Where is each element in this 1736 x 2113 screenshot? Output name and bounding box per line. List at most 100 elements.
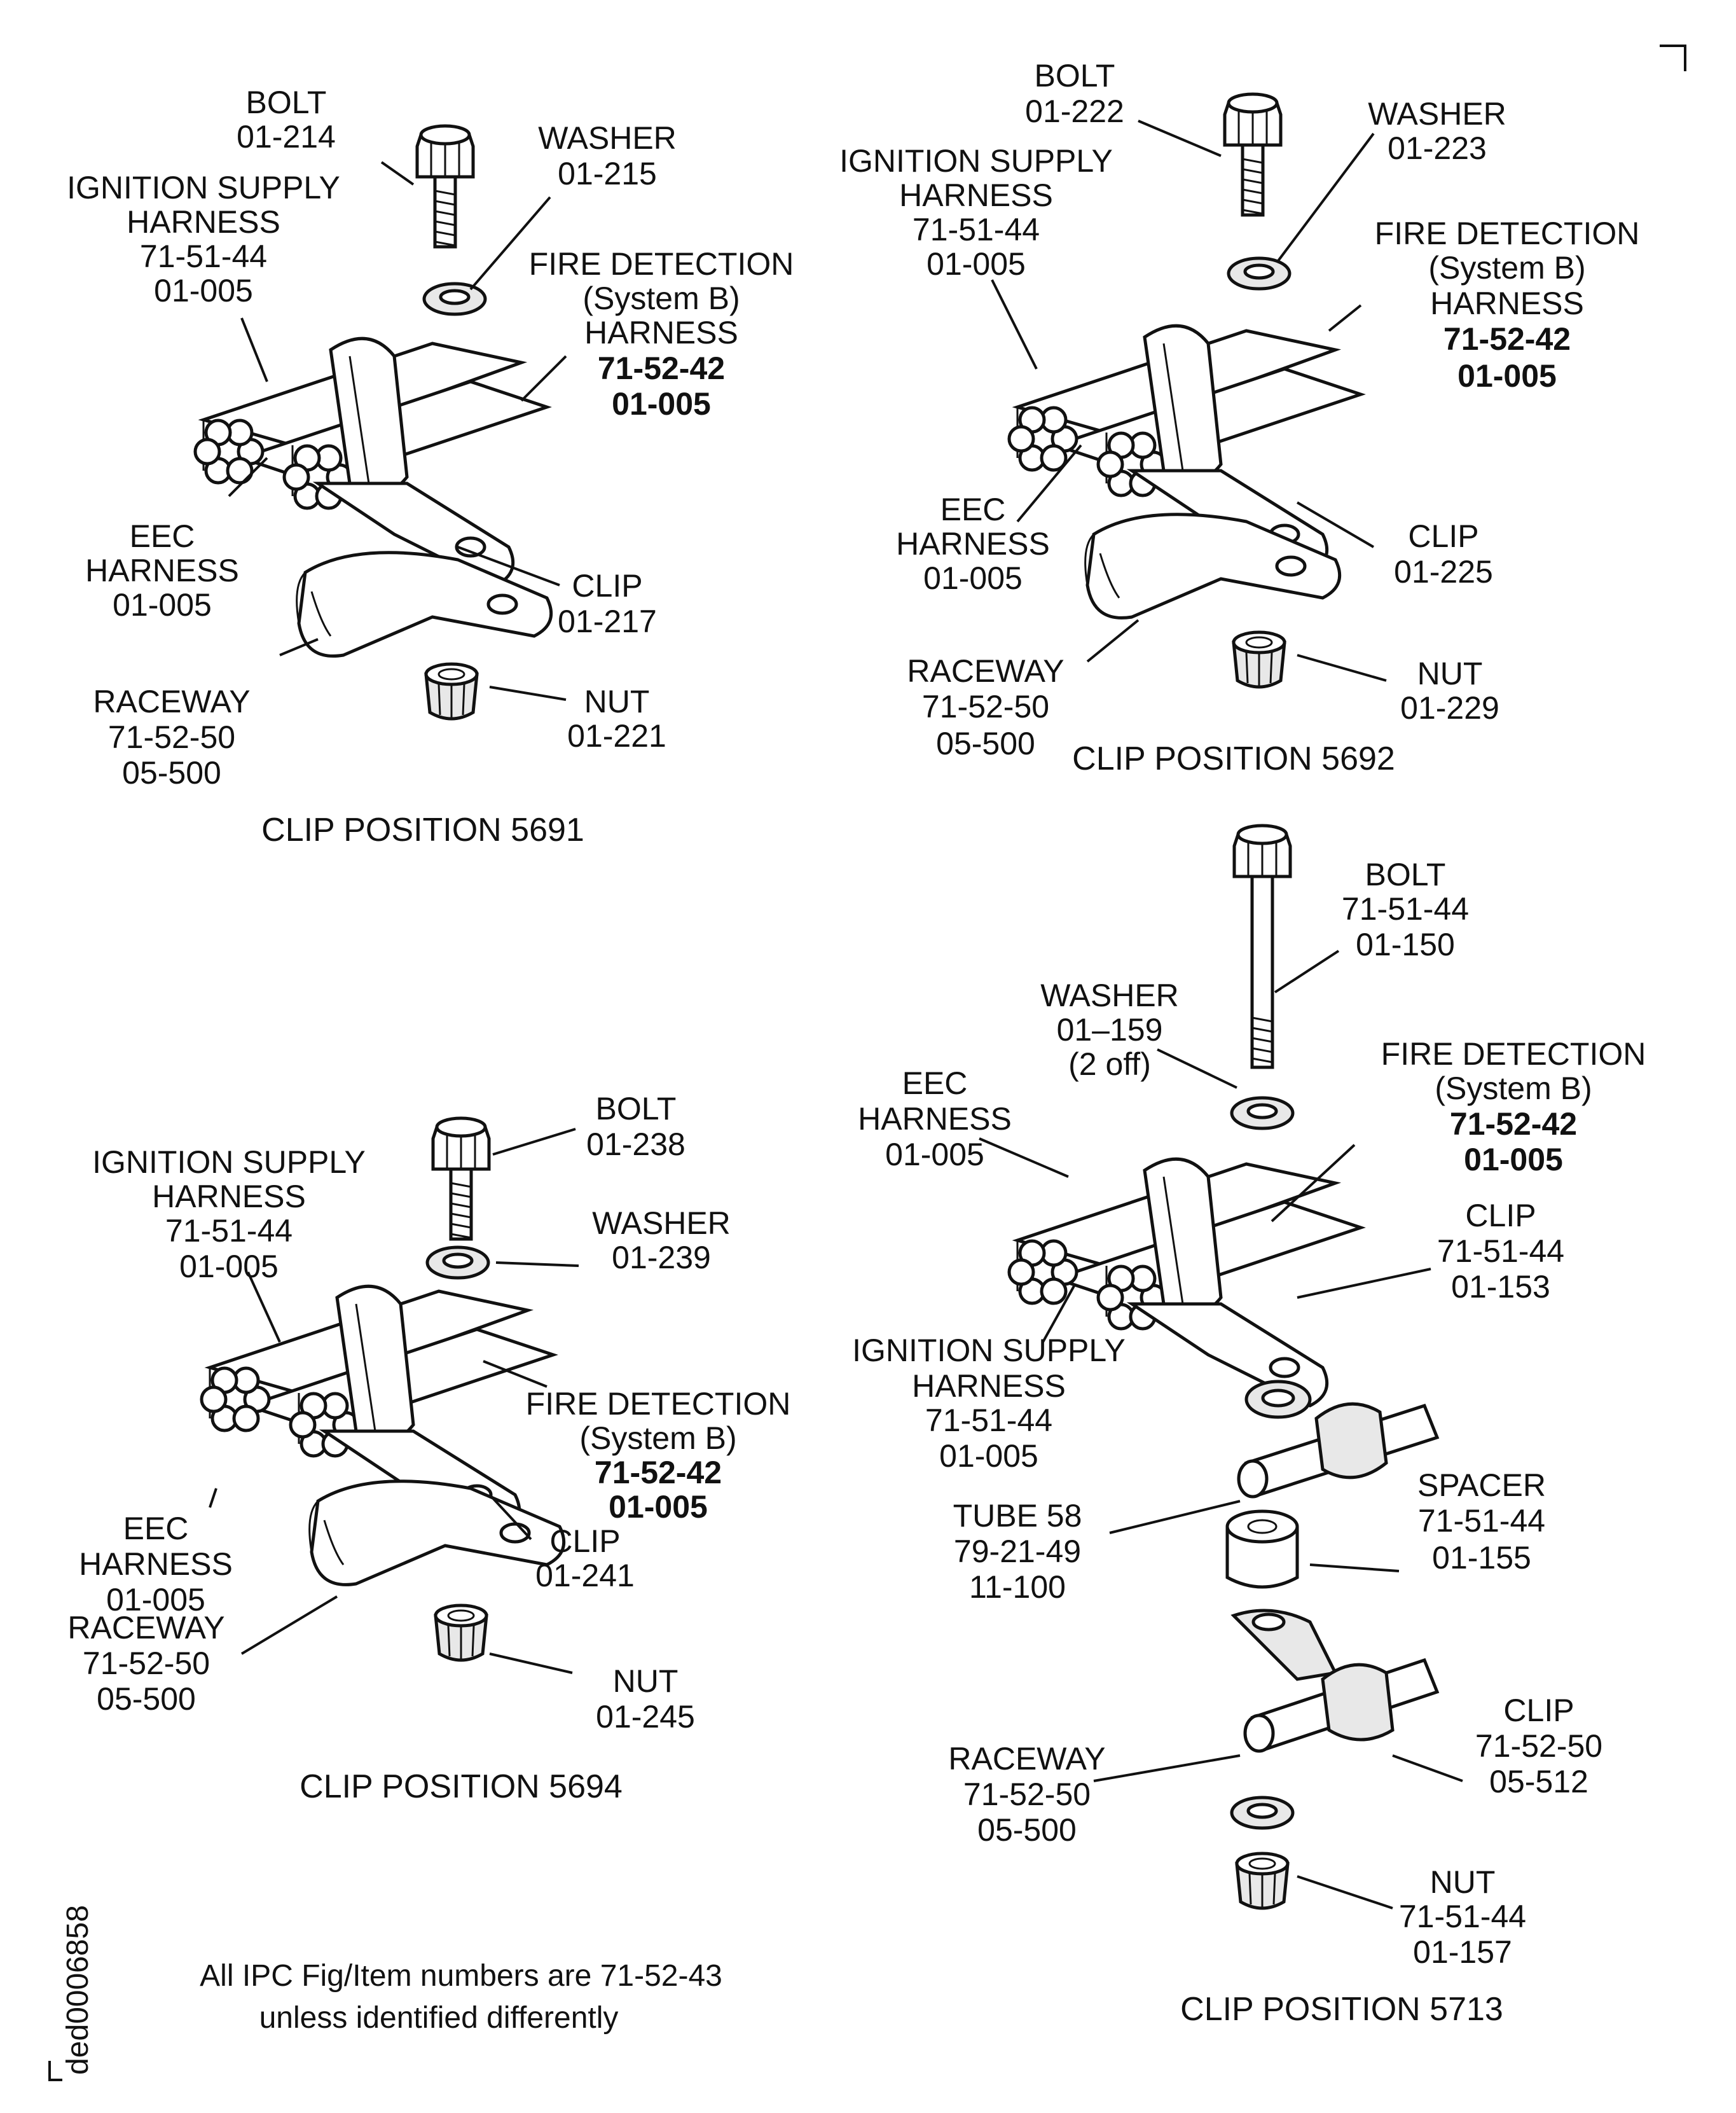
- label-nut-5694-no: 01-245: [596, 1699, 695, 1735]
- svg-text:WASHER: WASHER: [592, 1205, 731, 1241]
- label-bolt-5713-l3: 01-150: [1356, 927, 1455, 962]
- label-raceway-5694-l2: 71-52-50: [83, 1645, 210, 1681]
- svg-text:SPACER: SPACER: [1417, 1467, 1546, 1503]
- label-ignition-5691: IGNITION SUPPLY: [67, 170, 340, 205]
- label-fire-5694-l4: 01-005: [609, 1489, 708, 1525]
- label-clip-5692: CLIP: [1408, 518, 1478, 554]
- label-fire-5713: FIRE DETECTION: [1381, 1036, 1646, 1072]
- lower-clip-shape-5713: [1230, 1609, 1440, 1753]
- svg-text:EEC: EEC: [123, 1511, 189, 1546]
- label-bolt-5713-l2: 71-51-44: [1342, 891, 1469, 927]
- label-washer-5694-no: 01-239: [612, 1240, 711, 1275]
- svg-text:01–159: 01–159: [1057, 1012, 1163, 1048]
- label-raceway-5692: RACEWAY: [907, 653, 1064, 689]
- svg-text:01-238: 01-238: [586, 1126, 685, 1162]
- svg-text:HARNESS: HARNESS: [1430, 286, 1584, 321]
- svg-text:FIRE DETECTION: FIRE DETECTION: [1381, 1036, 1646, 1072]
- label-eec-5691-l2: HARNESS: [85, 553, 239, 588]
- label-eec-5713-l2: HARNESS: [858, 1101, 1012, 1137]
- svg-text:HARNESS: HARNESS: [79, 1546, 233, 1582]
- svg-text:CLIP: CLIP: [1503, 1693, 1574, 1728]
- svg-text:79-21-49: 79-21-49: [954, 1534, 1081, 1569]
- svg-text:FIRE DETECTION: FIRE DETECTION: [526, 1386, 791, 1422]
- label-spacer-5713-l3: 01-155: [1432, 1540, 1531, 1576]
- label-ignition-5691-l3: 71-51-44: [140, 239, 267, 274]
- svg-text:01-239: 01-239: [612, 1240, 711, 1275]
- svg-text:01-153: 01-153: [1451, 1269, 1550, 1305]
- label-ignition-5692-l3: 71-51-44: [913, 212, 1040, 247]
- label-clip-5694: CLIP: [549, 1523, 620, 1559]
- label-ignition-5713-l3: 71-51-44: [925, 1403, 1052, 1438]
- label-ignition-5713: IGNITION SUPPLY: [852, 1333, 1126, 1368]
- svg-text:71-51-44: 71-51-44: [140, 239, 267, 274]
- svg-text:01-005: 01-005: [113, 587, 212, 623]
- svg-text:HARNESS: HARNESS: [896, 526, 1050, 562]
- svg-text:FIRE DETECTION: FIRE DETECTION: [1375, 216, 1640, 251]
- label-ignition-5692-l2: HARNESS: [899, 177, 1053, 213]
- svg-text:71-51-44: 71-51-44: [165, 1213, 293, 1249]
- svg-text:CLIP POSITION 5692: CLIP POSITION 5692: [1072, 740, 1395, 777]
- svg-text:01-005: 01-005: [1457, 358, 1557, 394]
- label-nut-5713-l3: 01-157: [1413, 1934, 1512, 1970]
- caption-5691: CLIP POSITION 5691: [261, 812, 584, 849]
- label-ignition-5694-l4: 01-005: [179, 1249, 279, 1284]
- svg-text:RACEWAY: RACEWAY: [907, 653, 1064, 689]
- svg-text:NUT: NUT: [584, 684, 650, 719]
- label-ignition-5694: IGNITION SUPPLY: [92, 1144, 366, 1180]
- label-spacer-5713: SPACER: [1417, 1467, 1546, 1503]
- label-eec-5691-l3: 01-005: [113, 587, 212, 623]
- label-eec-5694-l2: HARNESS: [79, 1546, 233, 1582]
- svg-text:71-52-50: 71-52-50: [108, 719, 235, 755]
- label-bolt-5692: BOLT: [1035, 58, 1115, 94]
- svg-text:FIRE DETECTION: FIRE DETECTION: [529, 246, 794, 282]
- label-fire-5691-l5: 01-005: [612, 386, 711, 422]
- label-ignition-5691-l2: HARNESS: [127, 204, 280, 240]
- label-washer-5691-no: 01-215: [558, 156, 657, 191]
- svg-text:01-241: 01-241: [535, 1558, 635, 1593]
- label-fire-5713-l2: (System B): [1435, 1070, 1592, 1106]
- label-bolt-5713: BOLT: [1365, 857, 1446, 892]
- label-nut-5713: NUT: [1430, 1864, 1496, 1900]
- svg-text:unless identified differently: unless identified differently: [259, 2001, 619, 2035]
- label-washer-5713: WASHER: [1040, 978, 1179, 1013]
- label-nut-5692: NUT: [1417, 656, 1483, 691]
- label-clip-5691: CLIP: [572, 568, 642, 604]
- label-bolt-5691-no: 01-214: [237, 119, 336, 155]
- svg-text:(2 off): (2 off): [1068, 1046, 1151, 1082]
- clip-position-5692: BOLT 01-222 WASHER 01-223 IGNITION SUPPL…: [839, 58, 1639, 777]
- nut-shape-5713: [1237, 1853, 1288, 1908]
- label-bolt-5691: BOLT: [246, 85, 327, 120]
- label-clip2-5713-l2: 71-52-50: [1475, 1728, 1602, 1764]
- label-ignition-5694-l3: 71-51-44: [165, 1213, 293, 1249]
- label-raceway-5694: RACEWAY: [67, 1610, 224, 1645]
- svg-text:05-500: 05-500: [97, 1681, 196, 1717]
- label-fire-5692-l2: (System B): [1428, 250, 1585, 286]
- label-fire-5692: FIRE DETECTION: [1375, 216, 1640, 251]
- label-ignition-5694-l2: HARNESS: [152, 1179, 306, 1214]
- bolt-shape-5692: [1225, 94, 1281, 215]
- svg-text:WASHER: WASHER: [1368, 96, 1506, 132]
- svg-text:11-100: 11-100: [969, 1569, 1066, 1605]
- label-bolt-5692-no: 01-222: [1025, 94, 1124, 129]
- footnote-line-2: unless identified differently: [259, 2001, 619, 2035]
- corner-mark-top-right: [1660, 45, 1686, 71]
- svg-text:IGNITION SUPPLY: IGNITION SUPPLY: [92, 1144, 366, 1180]
- svg-text:71-52-50: 71-52-50: [1475, 1728, 1602, 1764]
- label-bolt-5694-no: 01-238: [586, 1126, 685, 1162]
- svg-text:01-214: 01-214: [237, 119, 336, 155]
- label-fire-5694-l2: (System B): [579, 1420, 736, 1456]
- svg-text:01-225: 01-225: [1394, 554, 1493, 590]
- label-fire-5691-l4: 71-52-42: [598, 350, 725, 386]
- svg-text:71-52-50: 71-52-50: [83, 1645, 210, 1681]
- svg-text:(System B): (System B): [1435, 1070, 1592, 1106]
- clip-position-5691: BOLT 01-214 WASHER 01-215 IGNITION SUPPL…: [67, 85, 794, 849]
- label-tube-5713-l2: 79-21-49: [954, 1534, 1081, 1569]
- washer-shape-5694: [427, 1247, 488, 1278]
- svg-text:01-005: 01-005: [923, 560, 1023, 596]
- label-clip-5713-l2: 71-51-44: [1437, 1233, 1564, 1269]
- figure-id: ded0006858: [61, 1905, 95, 2075]
- svg-text:71-52-42: 71-52-42: [1450, 1106, 1577, 1142]
- label-fire-5692-l4: 71-52-42: [1443, 321, 1571, 357]
- svg-text:01-005: 01-005: [106, 1582, 205, 1618]
